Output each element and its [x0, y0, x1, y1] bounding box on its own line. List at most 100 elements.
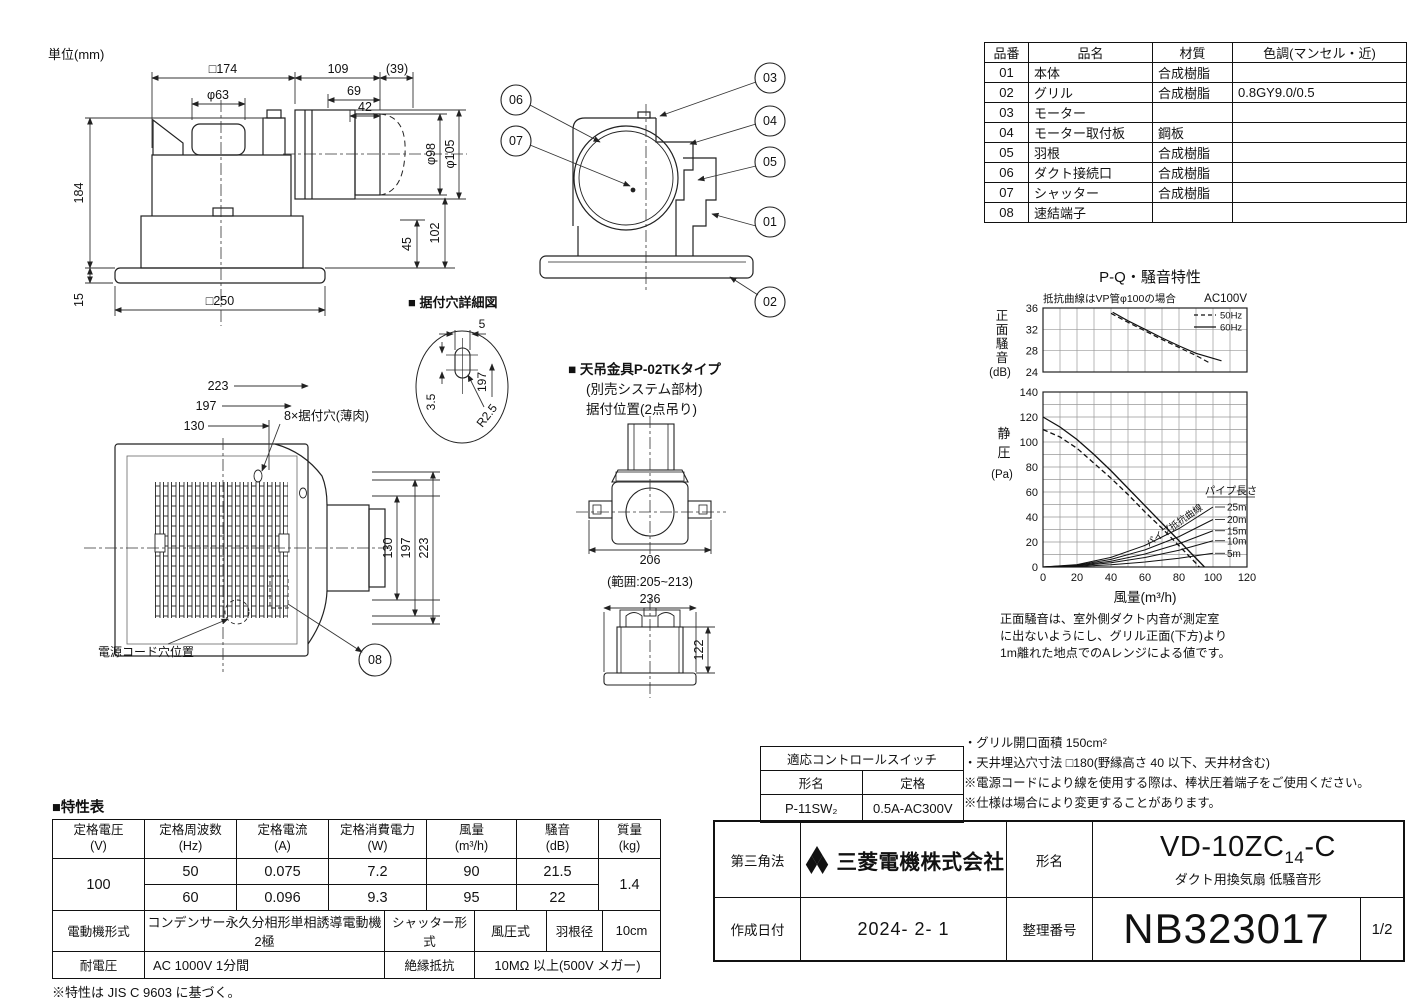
chart-voltage-label: AC100V: [1204, 293, 1247, 305]
spec-cell: 90: [426, 858, 517, 885]
shutter-label: シャッター形式: [384, 909, 475, 952]
spec-header-cell: 定格電流(A): [236, 819, 329, 859]
spec-cell: 0.096: [236, 884, 329, 911]
parts-cell: [1232, 162, 1407, 183]
dim-5: 5: [479, 317, 486, 331]
model-number: VD-10ZC14-C: [1160, 830, 1336, 867]
dim-42: 42: [358, 100, 372, 114]
parts-cell: [1152, 102, 1233, 123]
dim-236: 236: [640, 592, 661, 606]
centerlines: [220, 100, 467, 326]
dim-130: 130: [184, 419, 205, 433]
dim-105: φ105: [443, 139, 457, 168]
x-tick-label: 40: [1105, 572, 1117, 584]
spec-cell: 9.3: [328, 884, 427, 911]
fan-curve-60Hz: [1042, 416, 1205, 568]
parts-table-header: 品番品名材質色調(マンセル・近): [984, 42, 1407, 63]
parts-cell: 08: [984, 202, 1029, 223]
parts-cell: モーター: [1028, 102, 1153, 123]
model-description: ダクト用換気扇 低騒音形: [1174, 872, 1322, 888]
x-tick-label: 60: [1139, 572, 1151, 584]
parts-cell: [1232, 142, 1407, 163]
spec-block: ■特性表 定格電圧(V)定格周波数(Hz)定格電流(A)定格消費電力(W)風量(…: [52, 796, 662, 1000]
date-label: 作成日付: [715, 898, 801, 960]
spec-mass: 1.4: [598, 858, 661, 911]
parts-header-cell: 品名: [1028, 42, 1153, 63]
spec-table: 定格電圧(V)定格周波数(Hz)定格電流(A)定格消費電力(W)風量(m³/h)…: [52, 819, 661, 911]
y-axis-label: 正: [996, 309, 1009, 323]
install-note-line: ※仕様は場合により変更することがあります。: [964, 796, 1221, 810]
switch-rating-value: 0.5A-AC300V: [861, 794, 964, 823]
spec-cell: 0.075: [236, 858, 329, 885]
y-axis-label: 圧: [997, 445, 1010, 460]
model-label: 形名: [1007, 822, 1093, 897]
noise-curve-60Hz: [1112, 311, 1222, 362]
parts-cell: 鋼板: [1152, 122, 1233, 143]
parts-cell: 速結端子: [1028, 202, 1153, 223]
control-switch-table: 適応コントロールスイッチ 形名 定格 P-11SW₂ 0.5A-AC300V: [760, 746, 964, 823]
hole-detail-drawing: 5 3.5 197 R2.5: [415, 317, 509, 444]
centerlines: [576, 416, 726, 698]
hole-detail-title: ■ 据付穴詳細図: [408, 295, 498, 310]
y-axis-unit: (dB): [989, 367, 1011, 379]
fan-curve-50Hz: [1042, 428, 1200, 568]
chart-note-line: に出ないようにし、グリル正面(下方)より: [1000, 629, 1228, 643]
withstand-value: AC 1000V 1分間: [144, 950, 385, 979]
dim-122: 122: [692, 640, 706, 661]
y-axis-label: 面: [996, 323, 1009, 337]
dimension-labels: □174 φ63 109 (39) 69 42 184 15 □250 φ98 …: [72, 62, 457, 308]
dim-109: 109: [328, 62, 349, 76]
callout-08: 08: [368, 653, 382, 667]
noise-curve-50Hz: [1110, 312, 1210, 364]
projection-label: 第三角法: [715, 822, 801, 897]
parts-cell: 04: [984, 122, 1029, 143]
parts-header-cell: 材質: [1152, 42, 1233, 63]
y-tick-label: 24: [1026, 367, 1038, 379]
callout-02: 02: [763, 295, 777, 309]
date-value: 2024- 2- 1: [801, 898, 1007, 960]
dim-r2-5: R2.5: [474, 401, 501, 430]
callout-08-balloon: [358, 643, 392, 677]
spec-motor-row: 電動機形式 コンデンサー永久分相形単相誘導電動機 2極 シャッター形式 風圧式 …: [52, 909, 661, 952]
y-tick-label: 60: [1026, 487, 1038, 499]
y-tick-label: 36: [1026, 303, 1038, 315]
chart-title: P-Q・騒音特性: [1099, 269, 1201, 286]
chart-subtitle: 抵抗曲線はVP管φ100の場合: [1043, 292, 1176, 305]
install-notes: ・グリル開口面積 150cm²・天井埋込穴寸法 □180(野縁高さ 40 以下、…: [964, 733, 1412, 813]
spec-header-row: 定格電圧(V)定格周波数(Hz)定格電流(A)定格消費電力(W)風量(m³/h)…: [52, 819, 661, 859]
chart-note-line: 正面騒音は、室外側ダクト内音が測定室: [1000, 612, 1220, 626]
dim-102: 102: [428, 223, 442, 244]
y-tick-label: 20: [1026, 537, 1038, 549]
insulation-value: 10MΩ 以上(500V メガー): [474, 950, 661, 979]
side-view-outline: [114, 109, 406, 284]
install-note-line: ※電源コードにより線を使用する際は、棒状圧着端子をご使用ください。: [964, 776, 1370, 790]
parts-cell: 合成樹脂: [1152, 62, 1233, 83]
switch-model-value: P-11SW₂: [760, 794, 863, 823]
number-label: 整理番号: [1007, 898, 1093, 960]
section-outline: [539, 111, 754, 279]
parts-cell: シャッター: [1028, 182, 1153, 203]
spec-header-cell: 質量(kg): [598, 819, 661, 859]
parts-cell: 01: [984, 62, 1029, 83]
dim-45: 45: [400, 237, 414, 251]
front-outline: [114, 443, 386, 657]
bracket-titles: ■ 天吊金具P-02TKタイプ (別売システム部材) 据付位置(2点吊り): [568, 361, 721, 417]
x-tick-label: 80: [1173, 572, 1185, 584]
pq-plot-frame: [1042, 391, 1248, 568]
dim-174: □174: [209, 62, 237, 76]
shutter-value: 風圧式: [474, 909, 547, 952]
dim-223: 223: [208, 379, 229, 393]
switch-rating-label: 定格: [861, 770, 964, 795]
switch-table-title: 適応コントロールスイッチ: [760, 746, 964, 771]
parts-cell: 羽根: [1028, 142, 1153, 163]
parts-cell: 03: [984, 102, 1029, 123]
y-tick-label: 120: [1020, 412, 1038, 424]
dim-v223: 223: [417, 538, 431, 559]
spec-withstand-row: 耐電圧 AC 1000V 1分間 絶縁抵抗 10MΩ 以上(500V メガー): [52, 950, 661, 979]
x-tick-label: 20: [1071, 572, 1083, 584]
